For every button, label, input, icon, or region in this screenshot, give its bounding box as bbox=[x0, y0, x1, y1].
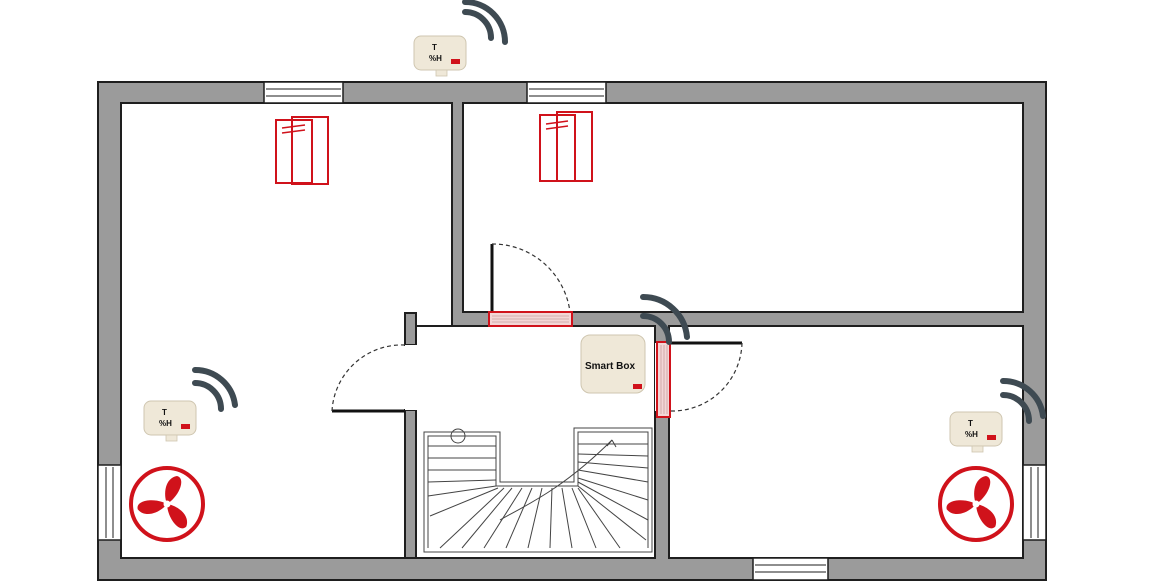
sensor-temp-label: T bbox=[968, 419, 973, 428]
smart-box-icon: Smart Box bbox=[580, 334, 646, 394]
sensor-icon: T %H bbox=[949, 411, 1003, 453]
door-icon bbox=[331, 344, 406, 413]
fan-icon bbox=[938, 466, 1014, 542]
door-gap-left bbox=[405, 345, 417, 410]
radiator-icon bbox=[275, 116, 329, 185]
sensor-temp-label: T bbox=[162, 408, 167, 417]
wifi-icon bbox=[192, 366, 238, 412]
wifi-icon bbox=[1000, 377, 1046, 424]
sensor-icon: T %H bbox=[143, 400, 197, 442]
sensor-humidity-label: %H bbox=[429, 54, 442, 63]
window-icon bbox=[97, 464, 122, 541]
fan-icon bbox=[129, 466, 205, 542]
window-icon bbox=[526, 81, 607, 104]
door-icon bbox=[490, 243, 571, 313]
sensor-temp-label: T bbox=[432, 43, 437, 52]
sensor-humidity-label: %H bbox=[965, 430, 978, 439]
sensor-humidity-label: %H bbox=[159, 419, 172, 428]
staircase-icon bbox=[423, 427, 653, 553]
room-top-right bbox=[462, 102, 1024, 313]
window-icon bbox=[752, 557, 829, 581]
sensor-icon: T %H bbox=[413, 35, 467, 77]
door-icon bbox=[669, 341, 743, 412]
smart-box-label: Smart Box bbox=[585, 361, 635, 372]
inner-wall-notch bbox=[404, 312, 417, 346]
window-icon bbox=[263, 81, 344, 104]
window-icon bbox=[1022, 464, 1047, 541]
door-actuator-right bbox=[656, 341, 671, 418]
wifi-icon bbox=[462, 0, 508, 45]
wifi-icon bbox=[640, 293, 690, 345]
door-actuator-top bbox=[488, 311, 573, 327]
inner-wall-left bbox=[404, 409, 417, 559]
radiator-icon bbox=[539, 111, 593, 182]
